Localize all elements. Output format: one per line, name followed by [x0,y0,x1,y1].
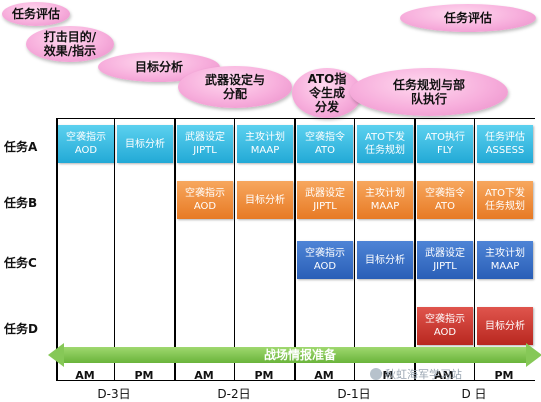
half-label: PM [494,369,514,382]
task-b-block: 武器设定 JIPTL [297,181,353,219]
day-label: D-2日 [217,387,251,401]
row-label-c: 任务C [4,256,37,270]
task-a-block: 主攻计划 MAAP [237,125,293,163]
bubble-mission-planning: 任务规划与部 队执行 [350,68,508,116]
task-a-block: 武器设定 JIPTL [177,125,233,163]
row-label-d: 任务D [4,322,38,336]
task-b-block: 空袭指示 AOD [177,181,233,219]
battlefield-intel-arrow [62,347,528,363]
grid-line-3 [174,118,176,380]
arrow-head-right [526,343,541,367]
watermark-text: 秋虹海军学习站 [385,368,462,381]
task-a-block: 空袭指示 AOD [58,125,114,163]
half-label: AM [75,369,95,382]
task-b-block: 目标分析 [237,181,293,219]
watermark: 秋虹海军学习站 [370,366,462,382]
grid-line-8 [474,118,475,380]
bubble-strike-objective: 打击目的/ 效果/指示 [26,26,114,62]
task-a-block: 任务评估 ASSESS [477,125,533,163]
half-label: PM [134,369,154,382]
task-c-block: 武器设定 JIPTL [417,241,473,279]
task-b-block: ATO下发 任务规划 [477,181,533,219]
row-label-b: 任务B [4,196,38,210]
row-label-a: 任务A [4,140,38,154]
task-a-block: ATO下发 任务规划 [357,125,413,163]
day-label: D 日 [461,387,487,401]
day-label: D-3日 [97,387,131,401]
task-a-block: 空袭指令 ATO [297,125,353,163]
half-label: AM [194,369,214,382]
bubble-ato-generation: ATO指 令生成 分发 [292,68,362,118]
grid-line-6 [354,118,355,380]
bubble-task-assessment-left: 任务评估 [2,2,70,26]
grid-line-4 [234,118,235,380]
grid-line-bottom [56,380,535,381]
task-b-block: 主攻计划 MAAP [357,181,413,219]
half-label: AM [434,369,454,382]
battlefield-intel-label: 战场情报准备 [263,348,336,362]
day-label: D-1日 [337,387,371,401]
arrow-head-left [48,343,64,367]
grid-line-2 [114,118,115,380]
task-a-block: 目标分析 [117,125,173,163]
bubble-target-analysis: 目标分析 [98,52,220,82]
task-c-block: 目标分析 [357,241,413,279]
task-c-block: 空袭指示 AOD [297,241,353,279]
task-a-block: ATO执行 FLY [417,125,473,163]
task-d-block: 目标分析 [477,307,533,345]
grid-line-7 [414,118,416,380]
half-label: PM [254,369,274,382]
grid-line-top [56,118,535,119]
task-d-block: 空袭指示 AOD [417,307,473,345]
bubble-weapon-allocation: 武器设定与 分配 [178,66,292,108]
wechat-icon [370,368,382,380]
grid-line-5 [294,118,296,380]
half-label: AM [314,369,334,382]
task-b-block: 空袭指令 ATO [417,181,473,219]
grid-line-1 [56,118,58,380]
task-c-block: 主攻计划 MAAP [477,241,533,279]
bubble-task-assessment-right: 任务评估 [400,4,536,32]
